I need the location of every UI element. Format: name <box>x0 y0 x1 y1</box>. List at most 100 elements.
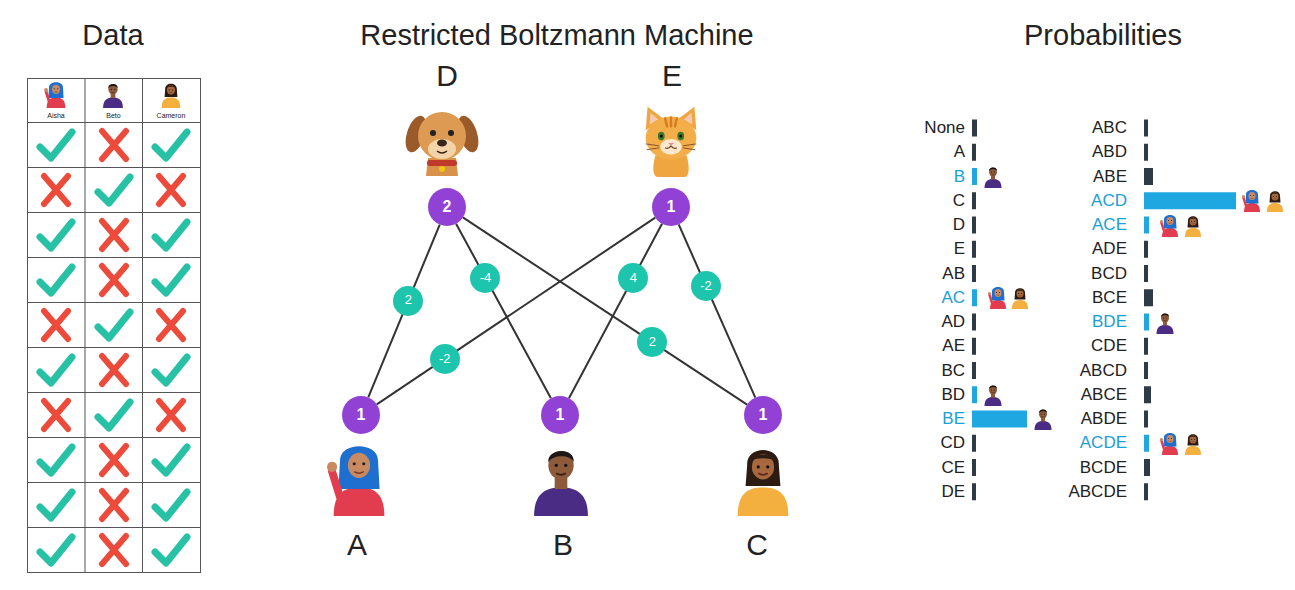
outcome-label: CE <box>941 458 965 478</box>
probability-bar <box>972 289 977 306</box>
person-picture <box>738 450 789 516</box>
probability-bar <box>1144 435 1149 452</box>
probability-icons <box>985 167 1284 455</box>
outcome-label: CDE <box>1091 336 1127 356</box>
weight-value: 2 <box>649 335 656 349</box>
probability-bar <box>972 386 977 403</box>
column-name: Beto <box>106 112 120 120</box>
data-table <box>28 79 201 573</box>
probability-bar <box>972 459 976 476</box>
probability-bar <box>972 314 976 331</box>
panel-title: Restricted Boltzmann Machine <box>360 19 753 52</box>
outcome-label: AE <box>942 336 965 356</box>
weight-badge: 2 <box>637 327 667 357</box>
weight-line <box>569 224 662 398</box>
outcome-label: BD <box>941 385 965 405</box>
probability-bar <box>972 120 977 137</box>
node-letter: C <box>746 528 768 563</box>
unit-bias: 1 <box>759 406 768 424</box>
weight-line <box>377 218 655 405</box>
person-picture <box>327 446 384 516</box>
weight-value: -2 <box>700 279 712 293</box>
probability-bar <box>972 435 976 452</box>
probability-bar <box>972 362 976 379</box>
unit-circle: 1 <box>541 396 579 434</box>
node-letter: E <box>662 59 682 94</box>
unit-circle: 2 <box>428 188 466 226</box>
probability-bar <box>972 168 977 185</box>
probability-bar <box>972 411 1027 428</box>
dog-picture <box>402 112 483 176</box>
outcome-label: BC <box>941 361 965 381</box>
cat-picture <box>646 107 697 177</box>
unit-circle: 1 <box>652 188 690 226</box>
panel-title: Data <box>82 19 143 52</box>
weight-badge: -2 <box>430 344 460 374</box>
probability-bar <box>972 338 976 355</box>
weight-line <box>463 217 747 404</box>
outcome-label: C <box>953 191 965 211</box>
weight-value: -4 <box>480 271 492 285</box>
probability-bar <box>1144 265 1148 282</box>
outcome-label: ABCE <box>1081 385 1127 405</box>
outcome-label: BCD <box>1091 264 1127 284</box>
unit-circle: 1 <box>342 396 380 434</box>
unit-bias: 1 <box>556 406 565 424</box>
probability-bar <box>1144 144 1148 161</box>
weight-badge: 2 <box>393 286 423 316</box>
outcome-label: ACE <box>1092 215 1127 235</box>
unit-circle: 1 <box>744 396 782 434</box>
weight-value: -2 <box>439 352 451 366</box>
column-name: Aisha <box>47 112 65 120</box>
unit-bias: 2 <box>443 198 452 216</box>
outcome-label: BCE <box>1092 288 1127 308</box>
outcome-label: BCDE <box>1080 458 1127 478</box>
weight-line <box>368 225 439 398</box>
outcome-label: BDE <box>1092 312 1127 332</box>
probability-bar <box>1144 120 1148 137</box>
outcome-label: ADE <box>1092 239 1127 259</box>
outcome-label: ABCD <box>1080 361 1127 381</box>
outcome-label: ABE <box>1093 167 1127 187</box>
outcome-label: ABD <box>1092 142 1127 162</box>
outcome-label: ACD <box>1091 191 1127 211</box>
probability-bar <box>1144 338 1148 355</box>
weight-badge: -4 <box>470 263 500 293</box>
outcome-label: A <box>954 142 965 162</box>
probability-bar <box>972 192 976 209</box>
panel-title: Probabilities <box>1024 19 1182 52</box>
outcome-label: ABC <box>1092 118 1127 138</box>
node-letter: A <box>347 528 367 563</box>
probability-bar <box>972 241 976 258</box>
weight-value: 2 <box>405 293 412 307</box>
probability-bar <box>972 265 976 282</box>
outcome-label: ABCDE <box>1068 482 1127 502</box>
weight-line <box>456 224 551 399</box>
outcome-label: BE <box>942 409 965 429</box>
outcome-label: None <box>924 118 965 138</box>
probability-bar <box>1144 411 1148 428</box>
column-name: Cameron <box>157 112 186 120</box>
outcome-label: AB <box>942 264 965 284</box>
weight-badge: 4 <box>618 263 648 293</box>
probability-bar <box>1144 217 1149 234</box>
probability-bar <box>972 217 976 234</box>
node-letter: B <box>553 528 573 563</box>
outcome-label: CD <box>940 433 965 453</box>
probability-bar <box>1144 168 1153 185</box>
outcome-label: AC <box>941 288 965 308</box>
person-picture <box>534 451 588 516</box>
probability-bar <box>1144 192 1236 209</box>
outcome-label: ACDE <box>1080 433 1127 453</box>
probability-bar <box>1144 386 1151 403</box>
unit-bias: 1 <box>357 406 366 424</box>
weight-badge: -2 <box>691 271 721 301</box>
outcome-label: DE <box>941 482 965 502</box>
outcome-label: AD <box>941 312 965 332</box>
outcome-label: ABDE <box>1081 409 1127 429</box>
probability-bar <box>972 483 976 500</box>
outcome-label: B <box>954 167 965 187</box>
unit-bias: 1 <box>667 198 676 216</box>
probability-bar <box>1144 483 1148 500</box>
